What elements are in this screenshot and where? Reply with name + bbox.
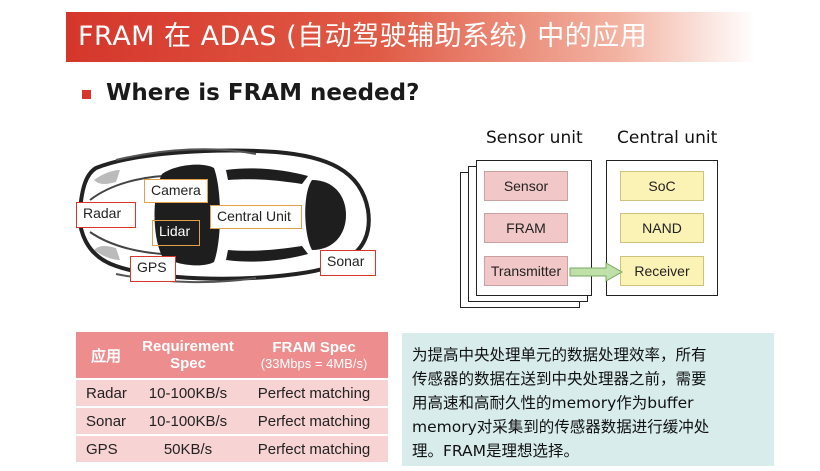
- car-fender-left: [115, 148, 257, 161]
- bullet-square: [82, 90, 91, 99]
- spec-table: 应用 Requirement Spec FRAM Spec (33Mbps = …: [76, 330, 388, 464]
- car-headlight-top: [94, 170, 120, 184]
- sonar-label: Sonar: [320, 250, 376, 276]
- explanation-note: 为提高中央处理单元的数据处理效率，所有 传感器的数据在送到中央处理器之前，需要 …: [402, 333, 774, 466]
- cell-fram: Perfect matching: [240, 436, 388, 462]
- note-line: 理。FRAM是理想选择。: [412, 442, 580, 460]
- table-row: Radar 10-100KB/s Perfect matching: [76, 380, 388, 406]
- note-line: memory对采集到的传感器数据进行缓冲处: [412, 418, 710, 436]
- table-header-row: 应用 Requirement Spec FRAM Spec (33Mbps = …: [76, 332, 388, 378]
- note-line: 为提高中央处理单元的数据处理效率，所有: [412, 346, 707, 364]
- col-fram: FRAM Spec (33Mbps = 4MB/s): [240, 332, 388, 378]
- section-subtitle: Where is FRAM needed?: [106, 80, 420, 106]
- car-headlight-bottom: [94, 246, 120, 260]
- soc-box: SoC: [620, 171, 704, 201]
- nand-box: NAND: [620, 213, 704, 243]
- col-application: 应用: [76, 332, 136, 378]
- camera-label: Camera: [144, 179, 208, 203]
- cell-application: GPS: [76, 436, 136, 462]
- col-requirement: Requirement Spec: [136, 332, 240, 378]
- cell-application: Radar: [76, 380, 136, 406]
- cell-requirement: 10-100KB/s: [136, 408, 240, 434]
- table-row: GPS 50KB/s Perfect matching: [76, 436, 388, 462]
- cell-fram: Perfect matching: [240, 380, 388, 406]
- transmit-arrow: [569, 262, 624, 282]
- sensor-unit-title: Sensor unit: [486, 128, 583, 148]
- lidar-label: Lidar: [152, 220, 200, 246]
- car-side-window-bottom: [226, 246, 308, 262]
- radar-label: Radar: [76, 202, 136, 228]
- transmitter-box: Transmitter: [484, 256, 568, 286]
- sensor-box: Sensor: [484, 171, 568, 201]
- cell-requirement: 50KB/s: [136, 436, 240, 462]
- fram-box: FRAM: [484, 213, 568, 243]
- note-line: 传感器的数据在送到中央处理器之前，需要: [412, 370, 707, 388]
- central-unit-label: Central Unit: [210, 205, 302, 229]
- car-rear-window: [305, 180, 346, 250]
- car-side-window-top: [226, 168, 308, 184]
- col-fram-label: FRAM Spec: [272, 339, 356, 356]
- page-title: FRAM 在 ADAS (自动驾驶辅助系统) 中的应用: [66, 12, 756, 62]
- cell-fram: Perfect matching: [240, 408, 388, 434]
- gps-label: GPS: [130, 256, 176, 282]
- receiver-box: Receiver: [620, 256, 704, 286]
- note-line: 用高速和高耐久性的memory作为buffer: [412, 394, 694, 412]
- cell-application: Sonar: [76, 408, 136, 434]
- table-row: Sonar 10-100KB/s Perfect matching: [76, 408, 388, 434]
- cell-requirement: 10-100KB/s: [136, 380, 240, 406]
- col-fram-sub: (33Mbps = 4MB/s): [260, 356, 368, 371]
- central-unit-title: Central unit: [617, 128, 718, 148]
